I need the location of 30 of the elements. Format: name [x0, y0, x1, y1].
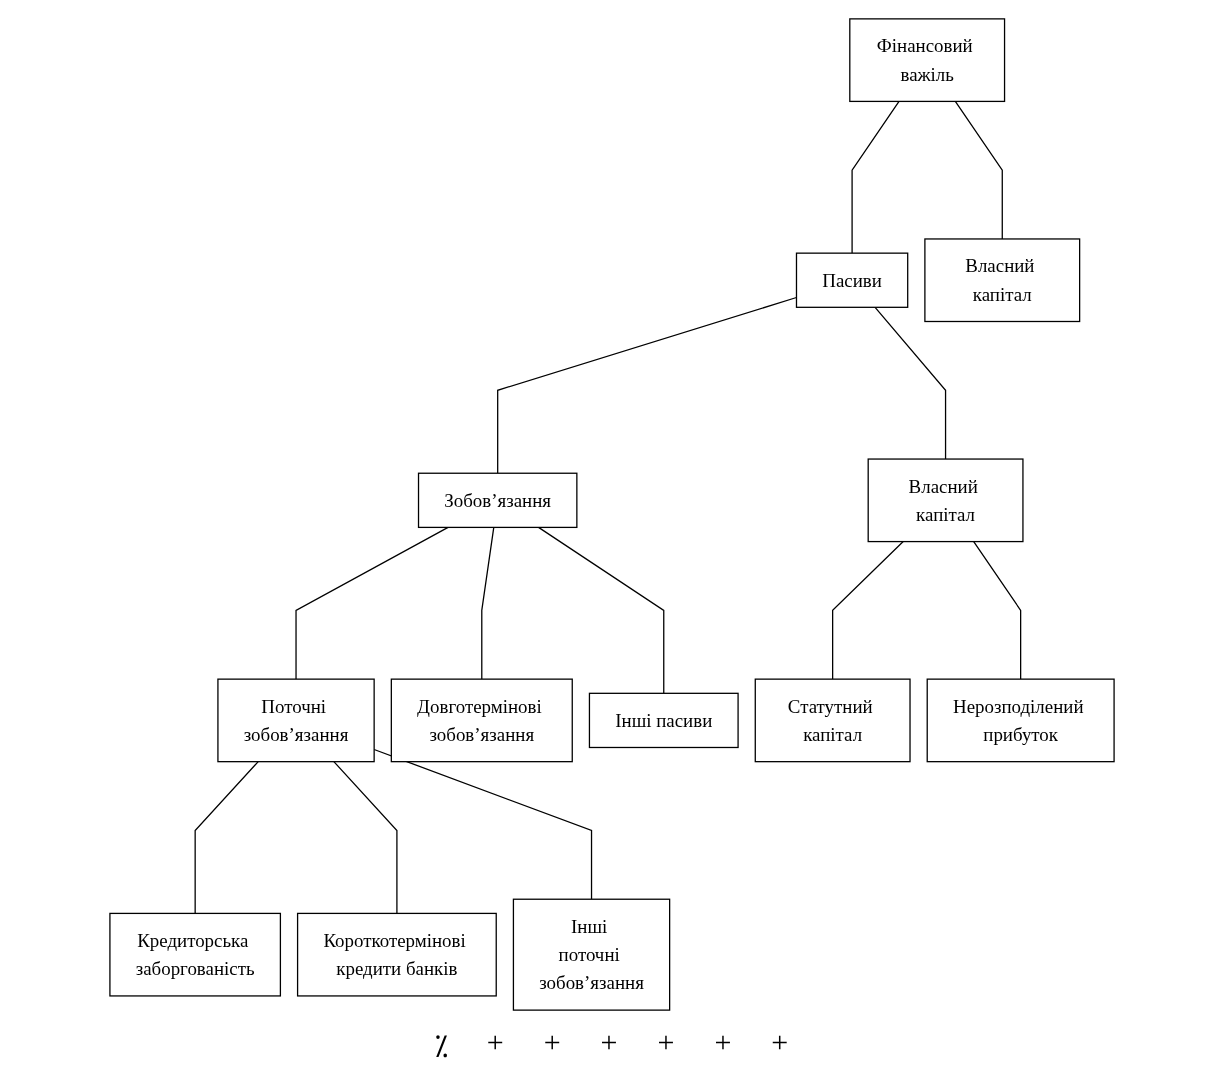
connector [537, 526, 665, 694]
operator-sign: + [486, 1025, 504, 1060]
operator-sign: ⁒ [435, 1029, 447, 1065]
connector [851, 100, 900, 254]
node-box: Нерозподілений прибуток [926, 678, 1115, 763]
node-box: Фінансовий важіль [849, 18, 1006, 103]
node-box: Зобов’язання [417, 472, 578, 529]
node-box: Поточні зобов’язання [217, 678, 375, 763]
connector [194, 761, 259, 915]
node-box: Кредиторська заборгованість [109, 912, 282, 997]
connector [333, 761, 398, 915]
connector [954, 100, 1003, 240]
node-box: Інші пасиви [588, 692, 739, 749]
node-box: Довготермінові зобов’язання [390, 678, 573, 763]
connector [481, 526, 495, 680]
node-box: Власний капітал [924, 238, 1081, 323]
operator-sign: + [543, 1025, 561, 1060]
connector [874, 306, 947, 460]
connector [973, 540, 1022, 680]
connector [295, 526, 449, 680]
operator-sign: + [771, 1025, 789, 1060]
node-box: Пасиви [795, 252, 909, 308]
operator-sign: + [600, 1025, 618, 1060]
node-box: Статутний капітал [754, 678, 911, 763]
connector [832, 540, 904, 680]
operator-sign: + [714, 1025, 732, 1060]
node-box: Власний капітал [867, 458, 1024, 543]
operator-sign: + [657, 1025, 675, 1060]
node-box: Інші поточні зобов’язання [512, 898, 671, 1011]
node-box: Короткотермінові кредити банків [296, 912, 497, 997]
